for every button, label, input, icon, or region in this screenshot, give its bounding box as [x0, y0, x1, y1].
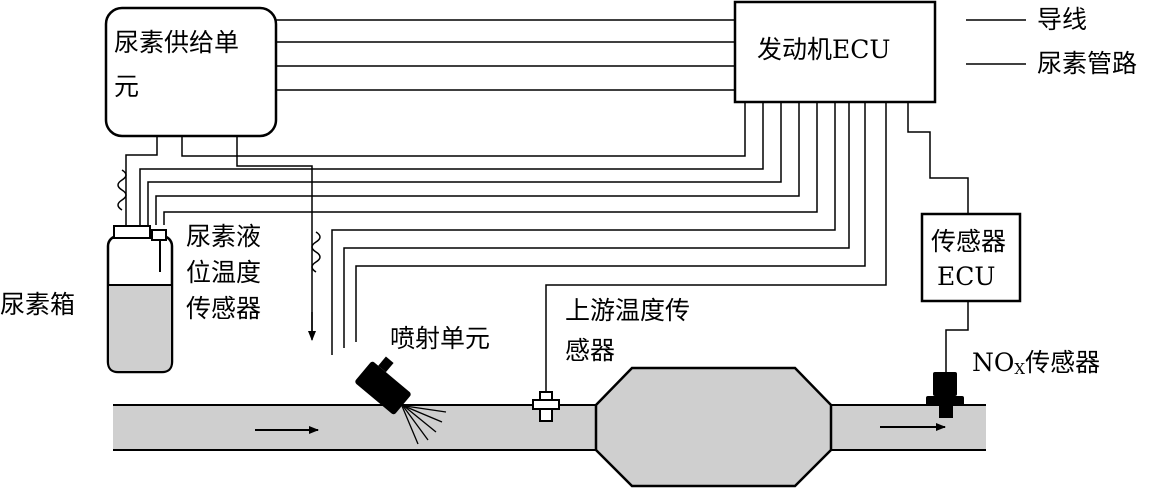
- catalytic-converter: [594, 366, 833, 488]
- nox-sensor: [926, 372, 964, 418]
- urea-supply-unit-box: [104, 6, 278, 138]
- upstream-temp-sensor: [532, 391, 560, 422]
- level-temp-sensor-label-line1: 尿素液: [186, 222, 262, 251]
- urea-tank: [106, 225, 174, 374]
- engine-ecu-wires: [139, 102, 969, 392]
- engine-ecu-label: 发动机ECU: [757, 35, 891, 64]
- nox-label-prefix: NO: [972, 348, 1015, 377]
- supply-unit-pipes: [125, 136, 313, 338]
- supply-ecu-wires: [276, 19, 735, 91]
- nox-label-subscript: X: [1014, 360, 1026, 378]
- nox-label-suffix: 传感器: [1025, 348, 1101, 377]
- sensor-ecu-box: [920, 212, 1022, 303]
- injector: [355, 356, 447, 445]
- injector-label: 喷射单元: [390, 324, 491, 353]
- nox-sensor-label: NOX传感器: [972, 346, 1100, 386]
- sensor-ecu-label-line1: 传感器: [931, 227, 1007, 256]
- legend-wire-label: 导线: [1037, 5, 1088, 34]
- urea-supply-unit-label-line1: 尿素供给单: [114, 28, 240, 57]
- legend-pipe-label: 尿素管路: [1037, 49, 1138, 78]
- urea-tank-label: 尿素箱: [0, 290, 76, 319]
- level-temp-sensor-label-line3: 传感器: [186, 294, 262, 323]
- nox-sensor-wire: [945, 301, 969, 372]
- wire-squiggle-right: [311, 231, 321, 273]
- urea-supply-unit-label-line2: 元: [114, 72, 140, 101]
- sensor-ecu-label-line2: ECU: [937, 262, 996, 291]
- level-temp-sensor-label-line2: 位温度: [186, 258, 262, 287]
- upstream-temp-sensor-label-line1: 上游温度传: [565, 296, 691, 325]
- wire-squiggle-left: [117, 169, 127, 211]
- upstream-temp-sensor-label-line2: 感器: [565, 336, 616, 365]
